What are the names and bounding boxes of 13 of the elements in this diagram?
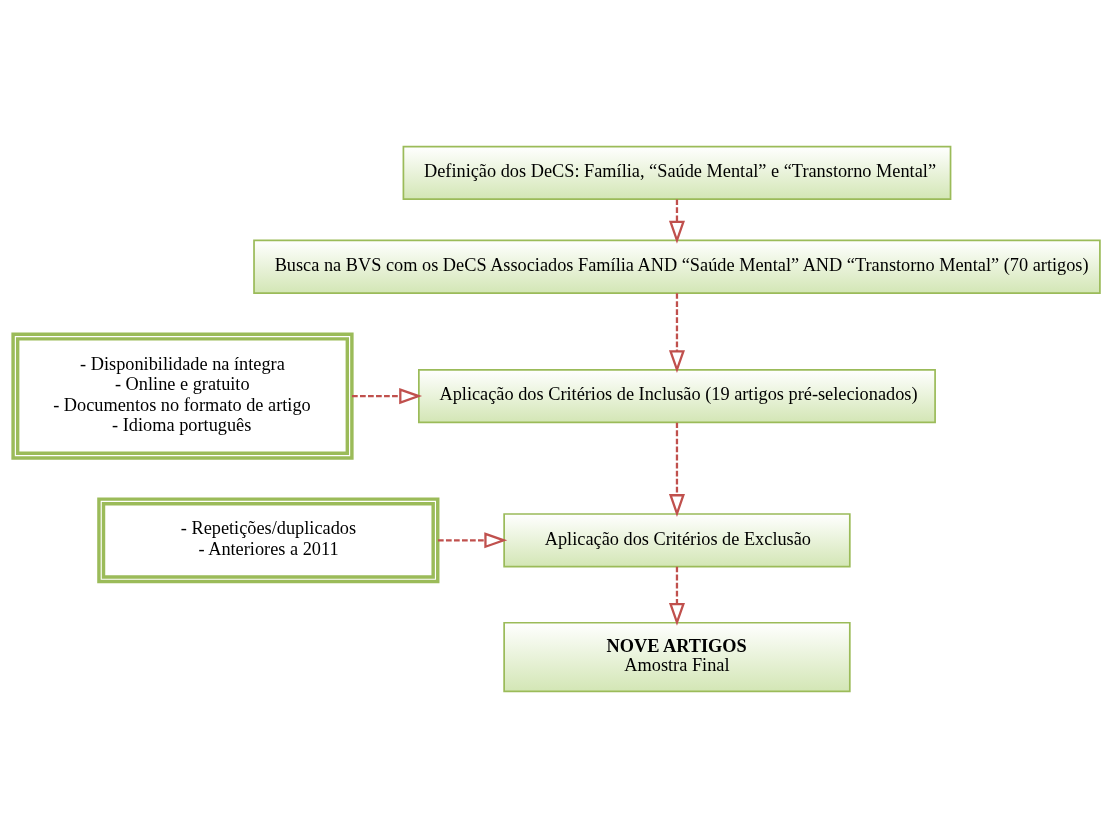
node-box: Aplicação dos Critérios de Exclusão (503, 513, 851, 568)
node-box: Aplicação dos Critérios de Inclusão (19 artigos pré-selecionados) (418, 368, 936, 424)
arrow (668, 293, 685, 374)
node-box: - Disponibilidade na íntegra - Online e gratuito - Documentos no formato de artigo - Idioma português (11, 332, 354, 460)
node-box: Busca na BVS com os DeCS Associados Família AND “Saúde Mental” AND “Transtorno Mental” (70 artigos) (253, 239, 1101, 294)
node-box: Definição dos DeCS: Família, “Saúde Mental” e “Transtorno Mental” (402, 145, 952, 201)
node-box: - Repetições/duplicados - Anteriores a 2011 (97, 497, 440, 584)
node-box: NOVE ARTIGOS Amostra Final (503, 621, 851, 693)
arrow (437, 532, 508, 549)
arrow (668, 199, 685, 244)
arrow (668, 566, 685, 626)
arrow (668, 422, 685, 518)
arrow (352, 388, 423, 405)
